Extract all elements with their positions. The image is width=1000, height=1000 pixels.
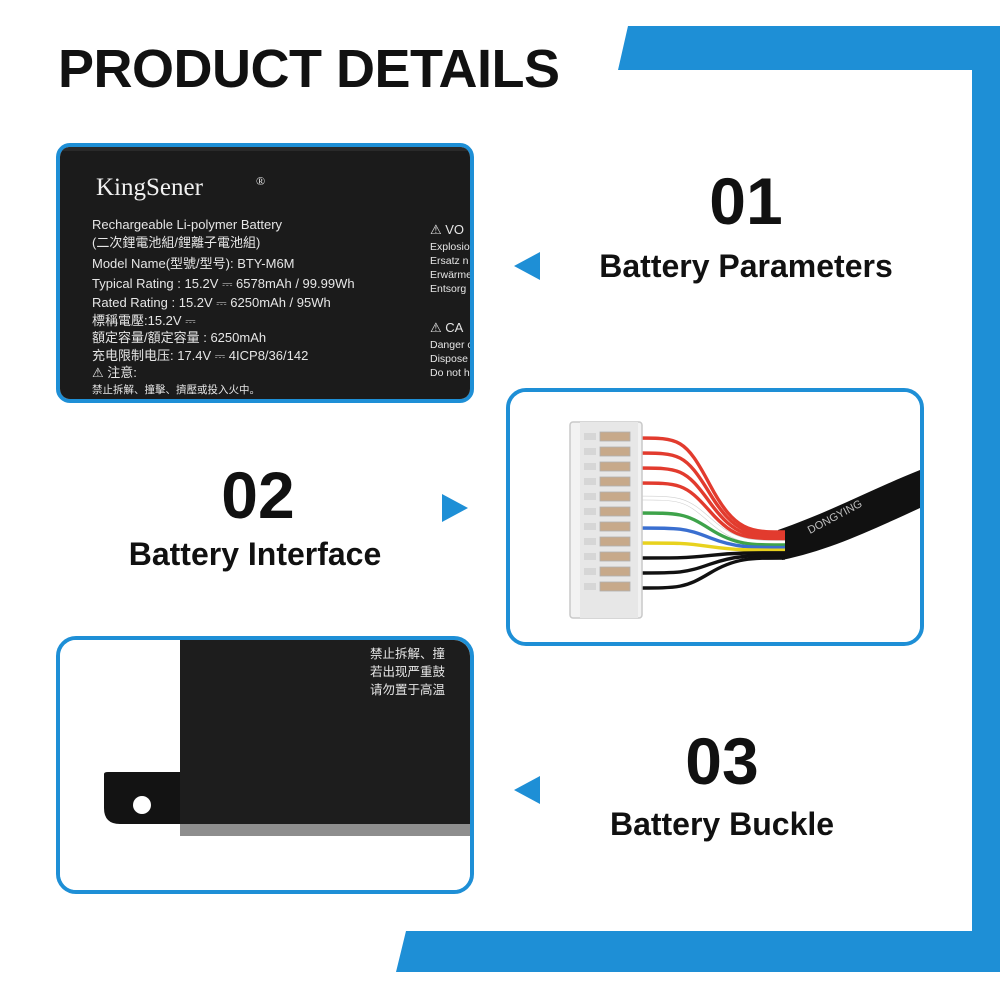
buckle-warning-line: 若出现严重鼓 <box>370 664 446 679</box>
battery-warning-line: Ersatz n <box>430 255 469 267</box>
battery-label-line: (二次鋰電池組/鋰離子電池組) <box>92 235 260 250</box>
connector-illustration: DONGYING <box>510 392 920 642</box>
battery-warning-line: ⚠ VO <box>430 222 464 237</box>
wire <box>635 436 786 534</box>
wire <box>635 553 786 575</box>
battery-label-line: Typical Rating : 15.2V ⎓ 6578mAh / 99.99… <box>92 276 355 291</box>
arrow-left-icon <box>514 252 540 280</box>
battery-warning-line: Do not h <box>430 367 470 379</box>
battery-warning-line: Explosio <box>430 241 470 253</box>
page-title: PRODUCT DETAILS <box>58 39 560 99</box>
connector-slot <box>584 433 596 440</box>
connector-slot <box>584 493 596 500</box>
battery-label-line: Model Name(型號/型号): BTY-M6M <box>92 256 295 271</box>
connector-wires <box>635 436 786 590</box>
wire <box>635 556 786 590</box>
svg-text:®: ® <box>256 174 265 188</box>
section-caption-battery-parameters: Battery Parameters <box>599 248 893 284</box>
wire <box>635 496 786 544</box>
connector-slot <box>584 553 596 560</box>
connector-slot <box>584 463 596 470</box>
section-number-03: 03 <box>685 724 759 798</box>
connector-pin <box>599 536 631 547</box>
connector-pin <box>599 521 631 532</box>
brand-logo: KingSener <box>96 174 204 201</box>
wire <box>635 511 786 547</box>
cable-sleeve <box>778 470 920 560</box>
battery-parameters-image: KingSener ® Rechargeable Li-polymer Batt… <box>56 143 474 403</box>
battery-label-text: Rechargeable Li-polymer Battery (二次鋰電池組/鋰… <box>92 217 355 396</box>
connector-pin <box>599 551 631 562</box>
wire <box>635 541 786 552</box>
arrow-right-icon <box>442 494 468 522</box>
battery-warning-line: ⚠ CA <box>430 320 464 335</box>
connector-slot <box>584 478 596 485</box>
buckle-warning-line: 请勿置于高温 <box>370 682 446 697</box>
battery-label-line: 額定容量/額定容量 : 6250mAh <box>92 330 266 345</box>
connector-slot <box>584 568 596 575</box>
connector-pin <box>599 566 631 577</box>
section-number-01: 01 <box>709 164 783 238</box>
connector-pin <box>599 581 631 592</box>
battery-label-line: 標稱電壓:15.2V ⎓ <box>92 313 196 328</box>
connector-slot <box>584 523 596 530</box>
battery-label-line: 充电限制电压: 17.4V ⎓ 4ICP8/36/142 <box>92 348 308 363</box>
connector-slot <box>584 508 596 515</box>
battery-warning-line: Danger c <box>430 339 470 351</box>
wire <box>635 551 786 560</box>
section-caption-battery-interface: Battery Interface <box>128 536 382 572</box>
connector-pin <box>599 476 631 487</box>
battery-label-line: ⚠ 注意: <box>92 365 137 380</box>
connector-slot <box>584 448 596 455</box>
wire <box>635 481 786 542</box>
battery-warning-line: Dispose <box>430 353 468 365</box>
battery-label-line: Rated Rating : 15.2V ⎓ 6250mAh / 95Wh <box>92 295 331 310</box>
battery-warning-line: Entsorg <box>430 283 466 295</box>
connector-pin <box>599 461 631 472</box>
section-caption-battery-buckle: Battery Buckle <box>609 806 835 842</box>
battery-interface-image: DONGYING <box>506 388 924 646</box>
wire <box>635 451 786 537</box>
connector-pin <box>599 506 631 517</box>
connector-pin <box>599 431 631 442</box>
connector-pins <box>584 431 631 592</box>
section-number-02: 02 <box>221 458 295 532</box>
arrow-left-icon <box>514 776 540 804</box>
buckle-warning-line: 禁止拆解、撞 <box>370 646 445 661</box>
battery-label-illustration: KingSener ® Rechargeable Li-polymer Batt… <box>60 147 470 399</box>
battery-label-line: 禁止拆解、撞擊、擠壓或投入火中。 <box>92 383 260 396</box>
connector-slot <box>584 583 596 590</box>
connector-pin <box>599 491 631 502</box>
connector-slot <box>584 538 596 545</box>
battery-buckle-image: 禁止拆解、撞若出现严重鼓请勿置于高温 <box>56 636 474 894</box>
battery-warning-line: Erwärme <box>430 269 470 281</box>
connector-pin <box>599 446 631 457</box>
buckle-hole <box>133 796 151 814</box>
wire <box>635 526 786 550</box>
battery-label-line: Rechargeable Li-polymer Battery <box>92 217 283 232</box>
wire <box>635 466 786 539</box>
